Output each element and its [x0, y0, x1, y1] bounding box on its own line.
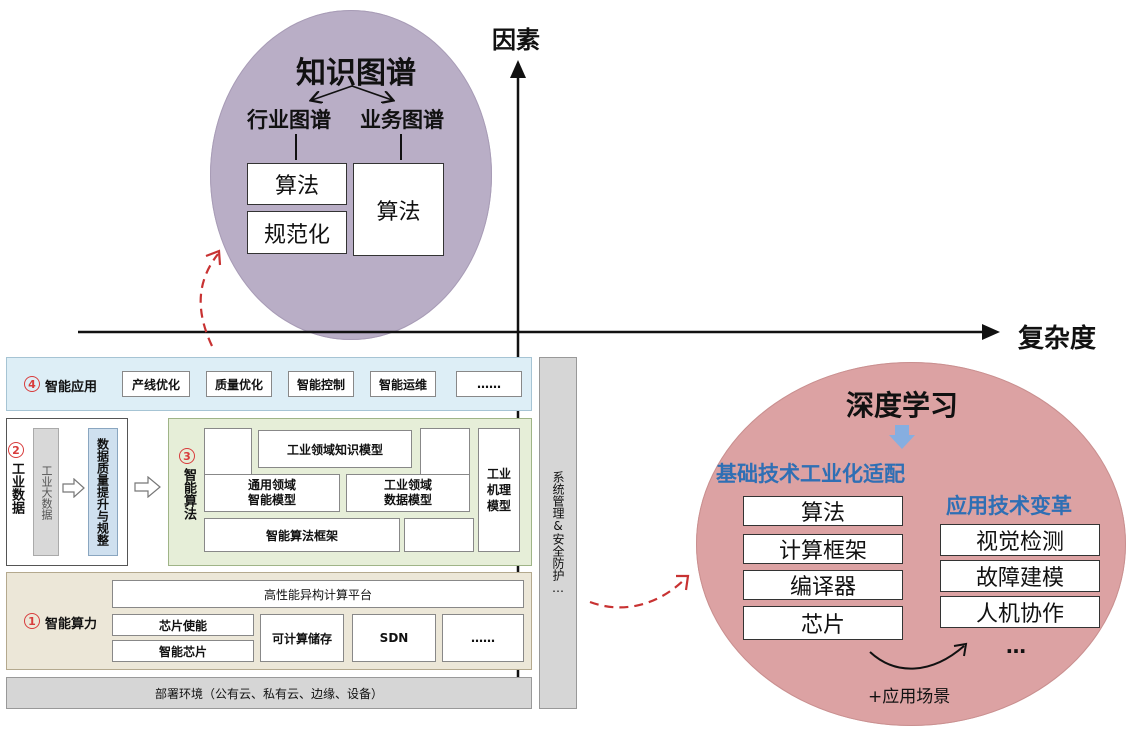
app-scenario-label: +应用场景: [868, 687, 951, 707]
knowledge-model-box: 工业领域知识模型: [258, 430, 412, 468]
algorithm-left-text: 算法: [274, 174, 319, 199]
smart-compute-number: 1: [24, 613, 40, 629]
dl-left-item-chip: 芯片: [743, 606, 903, 640]
hollow-arrow-2: [134, 476, 161, 498]
algo-framework-right-box: [404, 518, 474, 552]
big-data-box: 工业大数据: [33, 428, 59, 556]
x-axis-label: 复杂度: [1018, 324, 1097, 354]
hollow-arrow-1: [62, 478, 85, 498]
business-graph-label: 业务图谱: [360, 108, 444, 132]
y-axis-label: 因素: [492, 26, 540, 54]
normalization-box: 规范化: [247, 211, 347, 254]
normalization-text: 规范化: [263, 222, 330, 248]
algorithm-right-text: 算法: [376, 199, 421, 225]
industry-graph-label: 行业图谱: [247, 108, 331, 132]
smart-algo-label: 智能算法: [181, 468, 196, 520]
big-data-text: 工业大数据: [40, 464, 53, 520]
dl-right-item-vision: 视觉检测: [940, 524, 1100, 556]
chip-enable-box: 芯片使能: [112, 614, 254, 636]
compute-more-box: ……: [442, 614, 524, 662]
industrial-data-number: 2: [8, 442, 24, 458]
app-item-quality-opt: 质量优化: [206, 371, 272, 397]
data-quality-box: 数据质量提升与规整: [88, 428, 118, 556]
dl-right-ellipsis: …: [1006, 634, 1026, 658]
curved-arrow-icon: [869, 642, 968, 670]
dl-right-item-hci: 人机协作: [940, 596, 1100, 628]
data-model-box: 工业领域 数据模型: [346, 474, 470, 512]
deploy-text: 部署环境（公有云、私有云、边缘、设备）: [154, 686, 383, 701]
app-item-smart-control: 智能控制: [288, 371, 354, 397]
security-column: 系统管理&安全防护…: [539, 357, 577, 709]
app-item-line-opt: 产线优化: [122, 371, 190, 397]
smart-compute-label: 智能算力: [45, 617, 98, 632]
app-tech-heading: 应用技术变革: [946, 494, 1072, 518]
mechanism-model-text: 工业 机理 模型: [486, 467, 511, 513]
dl-left-item-compiler: 编译器: [743, 570, 903, 600]
compute-platform-box: 高性能异构计算平台: [112, 580, 524, 608]
algorithm-left-box: 算法: [247, 163, 347, 205]
dashed-arrow-right: [589, 577, 687, 609]
dl-left-item-algorithm: 算法: [743, 496, 903, 526]
app-item-more: ……: [456, 371, 522, 397]
x-axis-arrow: [982, 324, 1000, 340]
general-model-text: 通用领域 智能模型: [247, 478, 296, 507]
compute-storage-box: 可计算储存: [260, 614, 344, 662]
basic-tech-heading: 基础技术工业化适配: [716, 462, 905, 486]
industrial-data-label: 工业数据: [9, 462, 24, 514]
dl-right-item-fault: 故障建模: [940, 560, 1100, 592]
smart-app-number: 4: [24, 376, 40, 392]
sdn-box: SDN: [352, 614, 436, 662]
deploy-layer: 部署环境（公有云、私有云、边缘、设备）: [6, 677, 532, 709]
app-item-smart-ops: 智能运维: [370, 371, 436, 397]
security-text: 系统管理&安全防护…: [551, 471, 565, 595]
mechanism-model-box: 工业 机理 模型: [478, 428, 520, 552]
algo-framework-box: 智能算法框架: [204, 518, 400, 552]
y-axis-arrow: [510, 60, 526, 78]
down-arrow-icon: [889, 425, 915, 449]
deep-learning-title: 深度学习: [846, 389, 959, 422]
smart-chip-box: 智能芯片: [112, 640, 254, 662]
dashed-arrow-up: [199, 253, 219, 347]
smart-app-label: 智能应用: [45, 380, 98, 395]
smart-algo-number: 3: [179, 448, 195, 464]
dl-left-item-framework: 计算框架: [743, 534, 903, 564]
data-model-text: 工业领域 数据模型: [383, 478, 432, 507]
general-model-box: 通用领域 智能模型: [204, 474, 340, 512]
algorithm-right-box: 算法: [353, 163, 444, 256]
data-quality-text: 数据质量提升与规整: [95, 438, 110, 546]
knowledge-graph-title: 知识图谱: [296, 56, 416, 91]
